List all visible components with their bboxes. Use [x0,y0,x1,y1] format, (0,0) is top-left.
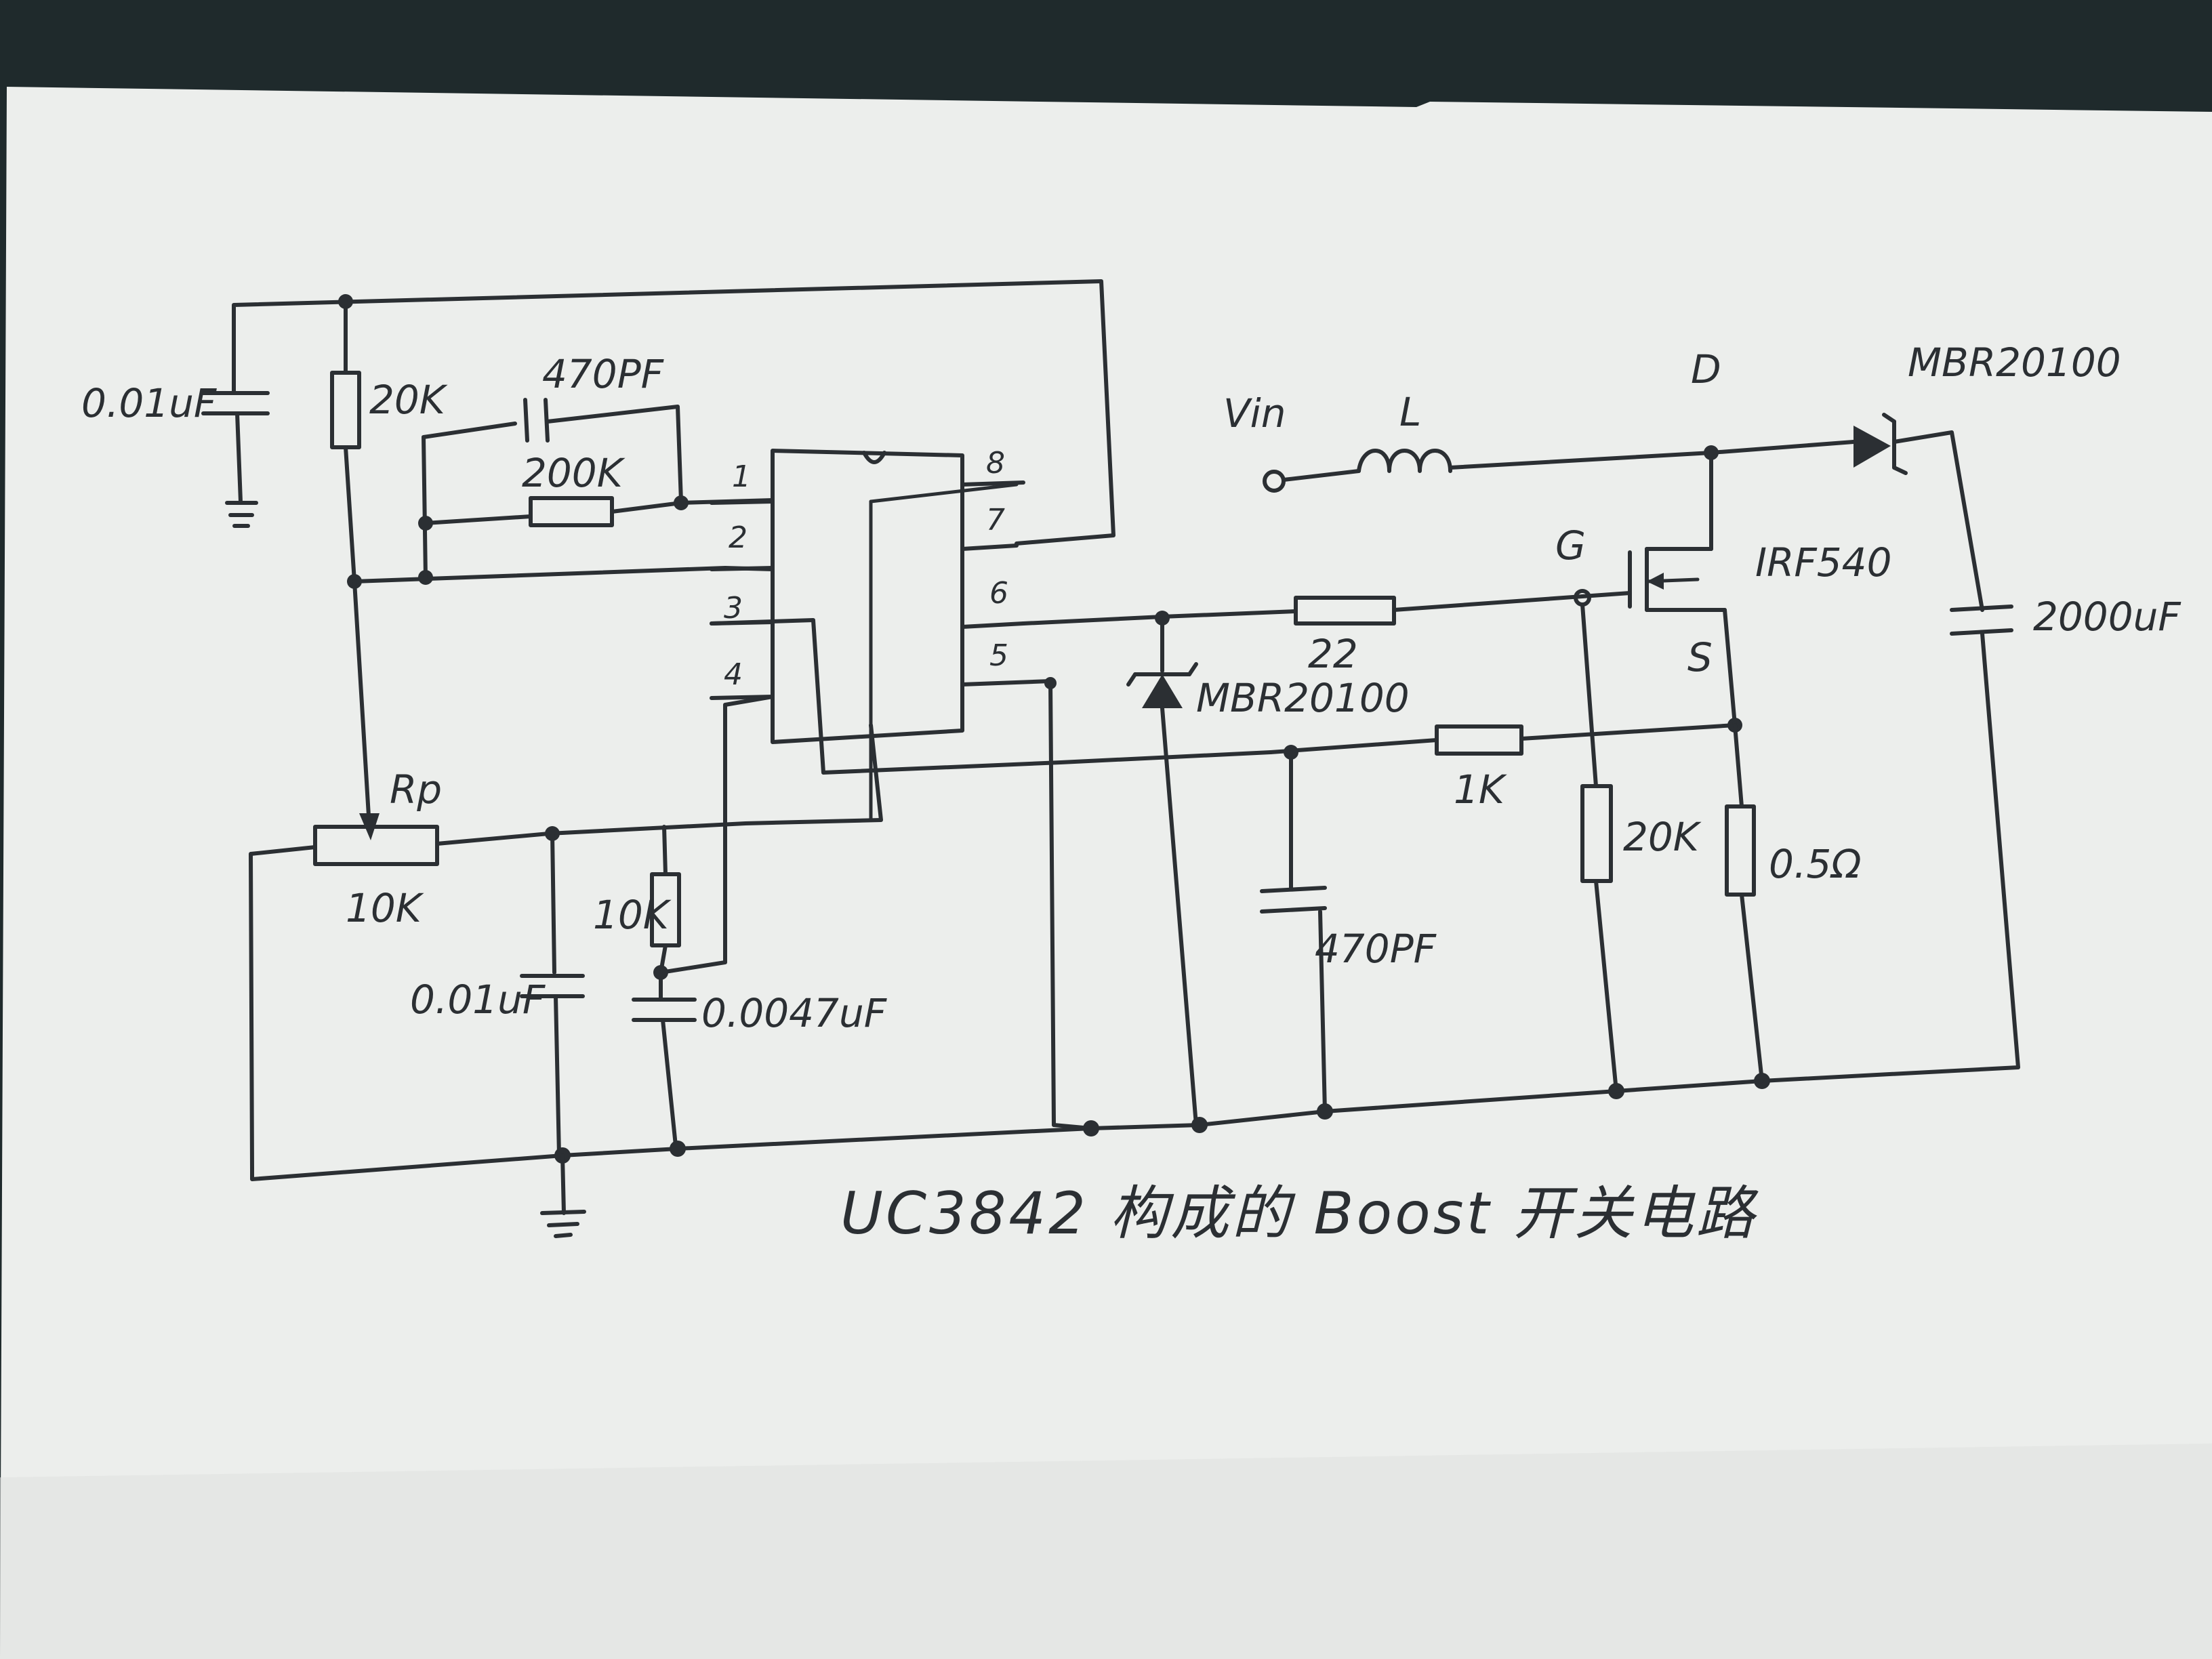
label-c-ct: 0.0047uF [701,990,888,1036]
label-pin-6: 6 [989,576,1008,611]
ground-symbol-bottom [540,1210,586,1238]
capacitor-c-cs [1260,886,1327,914]
wire-pot-right [435,723,883,846]
wire-r-fb-left [424,514,533,525]
label-node-g: G [1555,523,1586,569]
label-c-bottom1: 0.01uF [410,977,546,1023]
wire-zener-bottom [1160,706,1198,1127]
inductor-l [1357,449,1452,473]
wire-pot-left [249,845,317,1171]
label-c-fb: 470PF [542,351,665,397]
label-pin-8: 8 [986,446,1005,480]
wire-rsense-bottom [1740,893,1764,1083]
junction-fb-mid [418,516,433,531]
label-pin-7: 7 [986,503,1005,537]
wire-to-diode-out [1709,440,1856,455]
wire-source [1723,608,1737,727]
label-node-d: D [1691,346,1721,392]
label-r-gate: 22 [1308,631,1358,677]
ground-symbol-top [225,501,258,528]
label-diode-out: MBR20100 [1908,340,2121,386]
wire-cs-left [1269,738,1439,754]
wire-inductor-to-drain [1448,451,1713,470]
wire-top-rail [232,279,1115,546]
wire-diode-out-to-cap [1892,430,1984,612]
wire-pin5-ground [1052,1123,1093,1130]
wire-r-top-lower [344,445,356,583]
capacitor-c-top [201,391,270,504]
label-r-sense: 0.5Ω [1769,841,1862,887]
wire-rt-top [662,825,668,876]
wire-gate [1392,594,1584,612]
wire-ct-bottom [661,1018,678,1154]
paper-sheet [0,87,2212,1659]
junction-gnd-ct [670,1141,686,1157]
schematic: 0.01uF 20K 470PF 200K 1 2 3 4 5 6 7 8 Rp… [81,279,2182,1248]
label-r-gs: 20K [1623,814,1702,860]
label-r-fb: 200K [522,450,626,496]
junction-pin5 [1044,677,1057,689]
label-pot-value: 10K [346,885,424,931]
label-pot-mark: Rp [390,766,442,813]
wire-pin3 [710,618,1273,775]
wire-r-gs-bottom [1594,879,1618,1093]
wire-c-bottom1-bottom [554,994,561,1158]
capacitor-c-bottom1 [520,974,585,998]
wire-c-out-bottom [1760,632,2020,1083]
wire-cs-right [1519,723,1737,741]
label-pin-3: 3 [724,591,743,626]
label-pin-4: 4 [724,657,743,692]
label-pin-5: 5 [989,638,1008,673]
label-c-top: 0.01uF [81,380,218,426]
label-pin-1: 1 [732,459,751,494]
label-r-cs: 1K [1454,766,1507,813]
wire-ground-bottom [560,1153,566,1215]
wire-c-cs-bottom [1318,909,1327,1113]
wire-fb-right [546,405,683,504]
wire-to-pot-wiper [352,579,371,829]
wire-pin4 [659,695,775,975]
label-c-cs: 470PF [1315,926,1437,972]
ic-uc3842 [771,449,1019,822]
label-pin-2: 2 [729,520,747,555]
junction-pin1 [674,495,689,510]
diagram-title: UC3842 构成的 Boost 开关电路 [840,1180,1759,1248]
label-r-top: 20K [369,377,448,423]
wire-vin [1282,469,1361,482]
label-diode-mid: MBR20100 [1196,675,1410,721]
wire-source-to-rsense [1733,723,1744,808]
label-vin: Vin [1223,390,1286,436]
junction-gnd-zener [1191,1117,1208,1133]
label-inductor: L [1399,389,1421,435]
wire-fb-left [422,422,517,579]
mosfet-irf540 [1628,547,1727,612]
paper-shadow [0,1443,2212,1659]
label-node-s: S [1687,634,1713,680]
wire-pin5 [1048,679,1056,1127]
label-c-out: 2000uF [2033,594,2182,640]
wire-c-bottom1-top [550,832,556,975]
wire-r-gs-top [1580,602,1598,788]
label-r-rt: 10K [593,892,672,938]
diode-zener-mid [1126,662,1198,708]
ic-pin-stubs [710,480,1052,700]
diode-mbr-out [1853,413,1908,475]
junction-gnd-c-cs [1317,1103,1333,1120]
label-mosfet: IRF540 [1755,539,1891,586]
